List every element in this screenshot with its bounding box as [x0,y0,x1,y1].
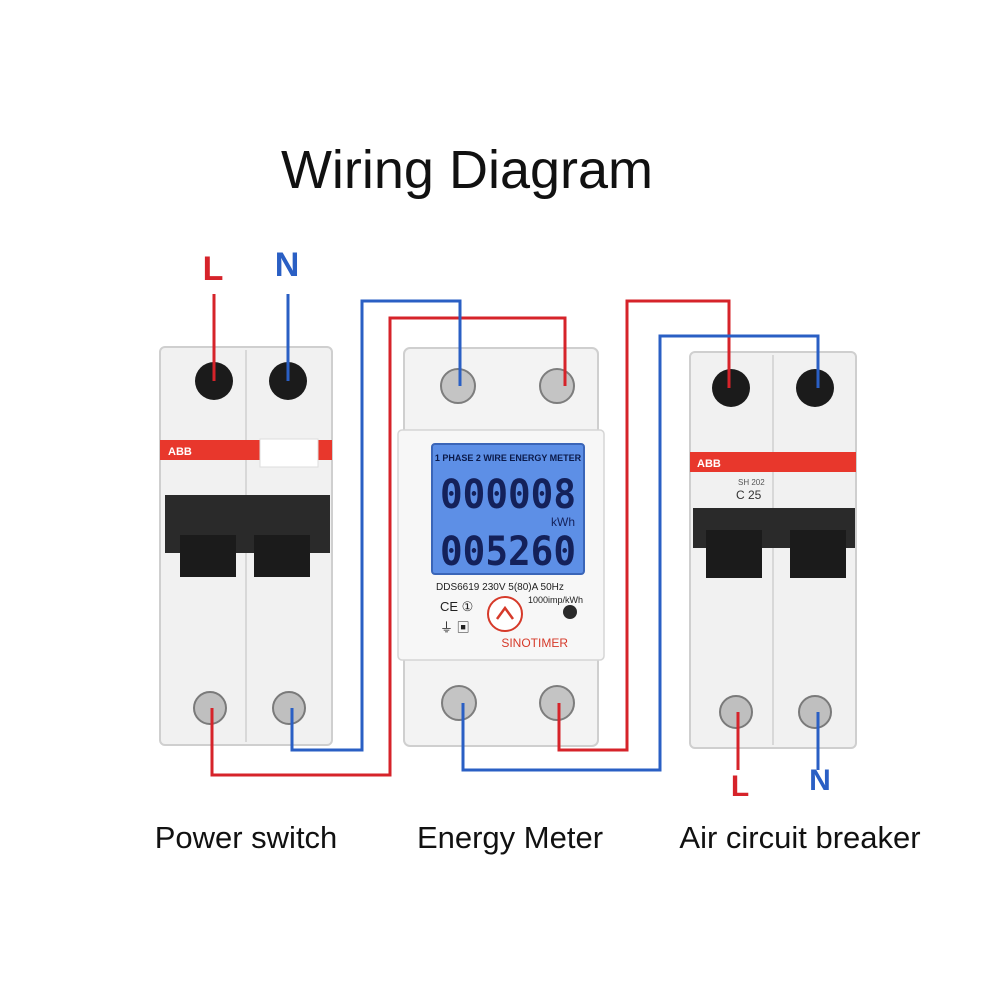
diagram-title: Wiring Diagram [281,140,653,200]
meter-indicator-led [563,605,577,619]
wires [210,294,820,777]
meter-spec: DDS6619 230V 5(80)A 50Hz [436,582,564,593]
meter-reading-top: 000008 [440,472,576,518]
label-input-neutral: N [275,246,300,284]
meter-ce-mark: CE ① [440,599,473,614]
air-breaker-model: SH 202 [738,478,765,487]
caption-air-breaker: Air circuit breaker [679,820,920,855]
air-breaker-brand: ABB [697,458,721,470]
power-switch-brand: ABB [168,446,192,458]
energy-meter: 1 PHASE 2 WIRE ENERGY METER 000008 kWh 0… [397,347,605,747]
air-breaker-rating: C 25 [736,488,762,502]
meter-terminal-bottom-1 [441,685,477,721]
sinotimer-logo-icon [487,596,523,632]
wire-neutral-switch-to-meter [290,299,462,752]
meter-brand: SINOTIMER [501,636,568,650]
air-breaker-terminal-bottom-n [798,695,832,729]
meter-terminal-bottom-2 [539,685,575,721]
meter-impulse: 1000imp/kWh [528,595,583,605]
air-breaker-terminal-top-l [712,369,750,407]
wire-live-meter-to-breaker [557,299,731,752]
meter-terminal-top-2 [539,368,575,404]
meter-symbols: ⏚ ▣ [440,620,470,635]
label-output-neutral: N [809,764,831,797]
label-output-live: L [731,770,749,803]
wire-live-switch-to-meter [210,316,567,777]
air-breaker-terminal-bottom-l [719,695,753,729]
meter-unit: kWh [551,515,575,529]
caption-power-switch: Power switch [155,820,338,855]
label-input-live: L [203,250,224,288]
wire-neutral-meter-to-breaker [461,334,820,772]
power-switch-terminal-bottom-n [272,691,306,725]
air-breaker-terminal-top-n [796,369,834,407]
caption-energy-meter: Energy Meter [417,820,603,855]
meter-header: 1 PHASE 2 WIRE ENERGY METER [435,453,582,463]
meter-reading-bottom: 005260 [440,529,576,575]
air-circuit-breaker: ABB SH 202 C 25 [689,351,857,749]
power-switch-breaker: ABB [159,346,333,746]
power-switch-terminal-bottom-l [193,691,227,725]
meter-terminal-top-1 [440,368,476,404]
meter-lcd [431,443,585,575]
